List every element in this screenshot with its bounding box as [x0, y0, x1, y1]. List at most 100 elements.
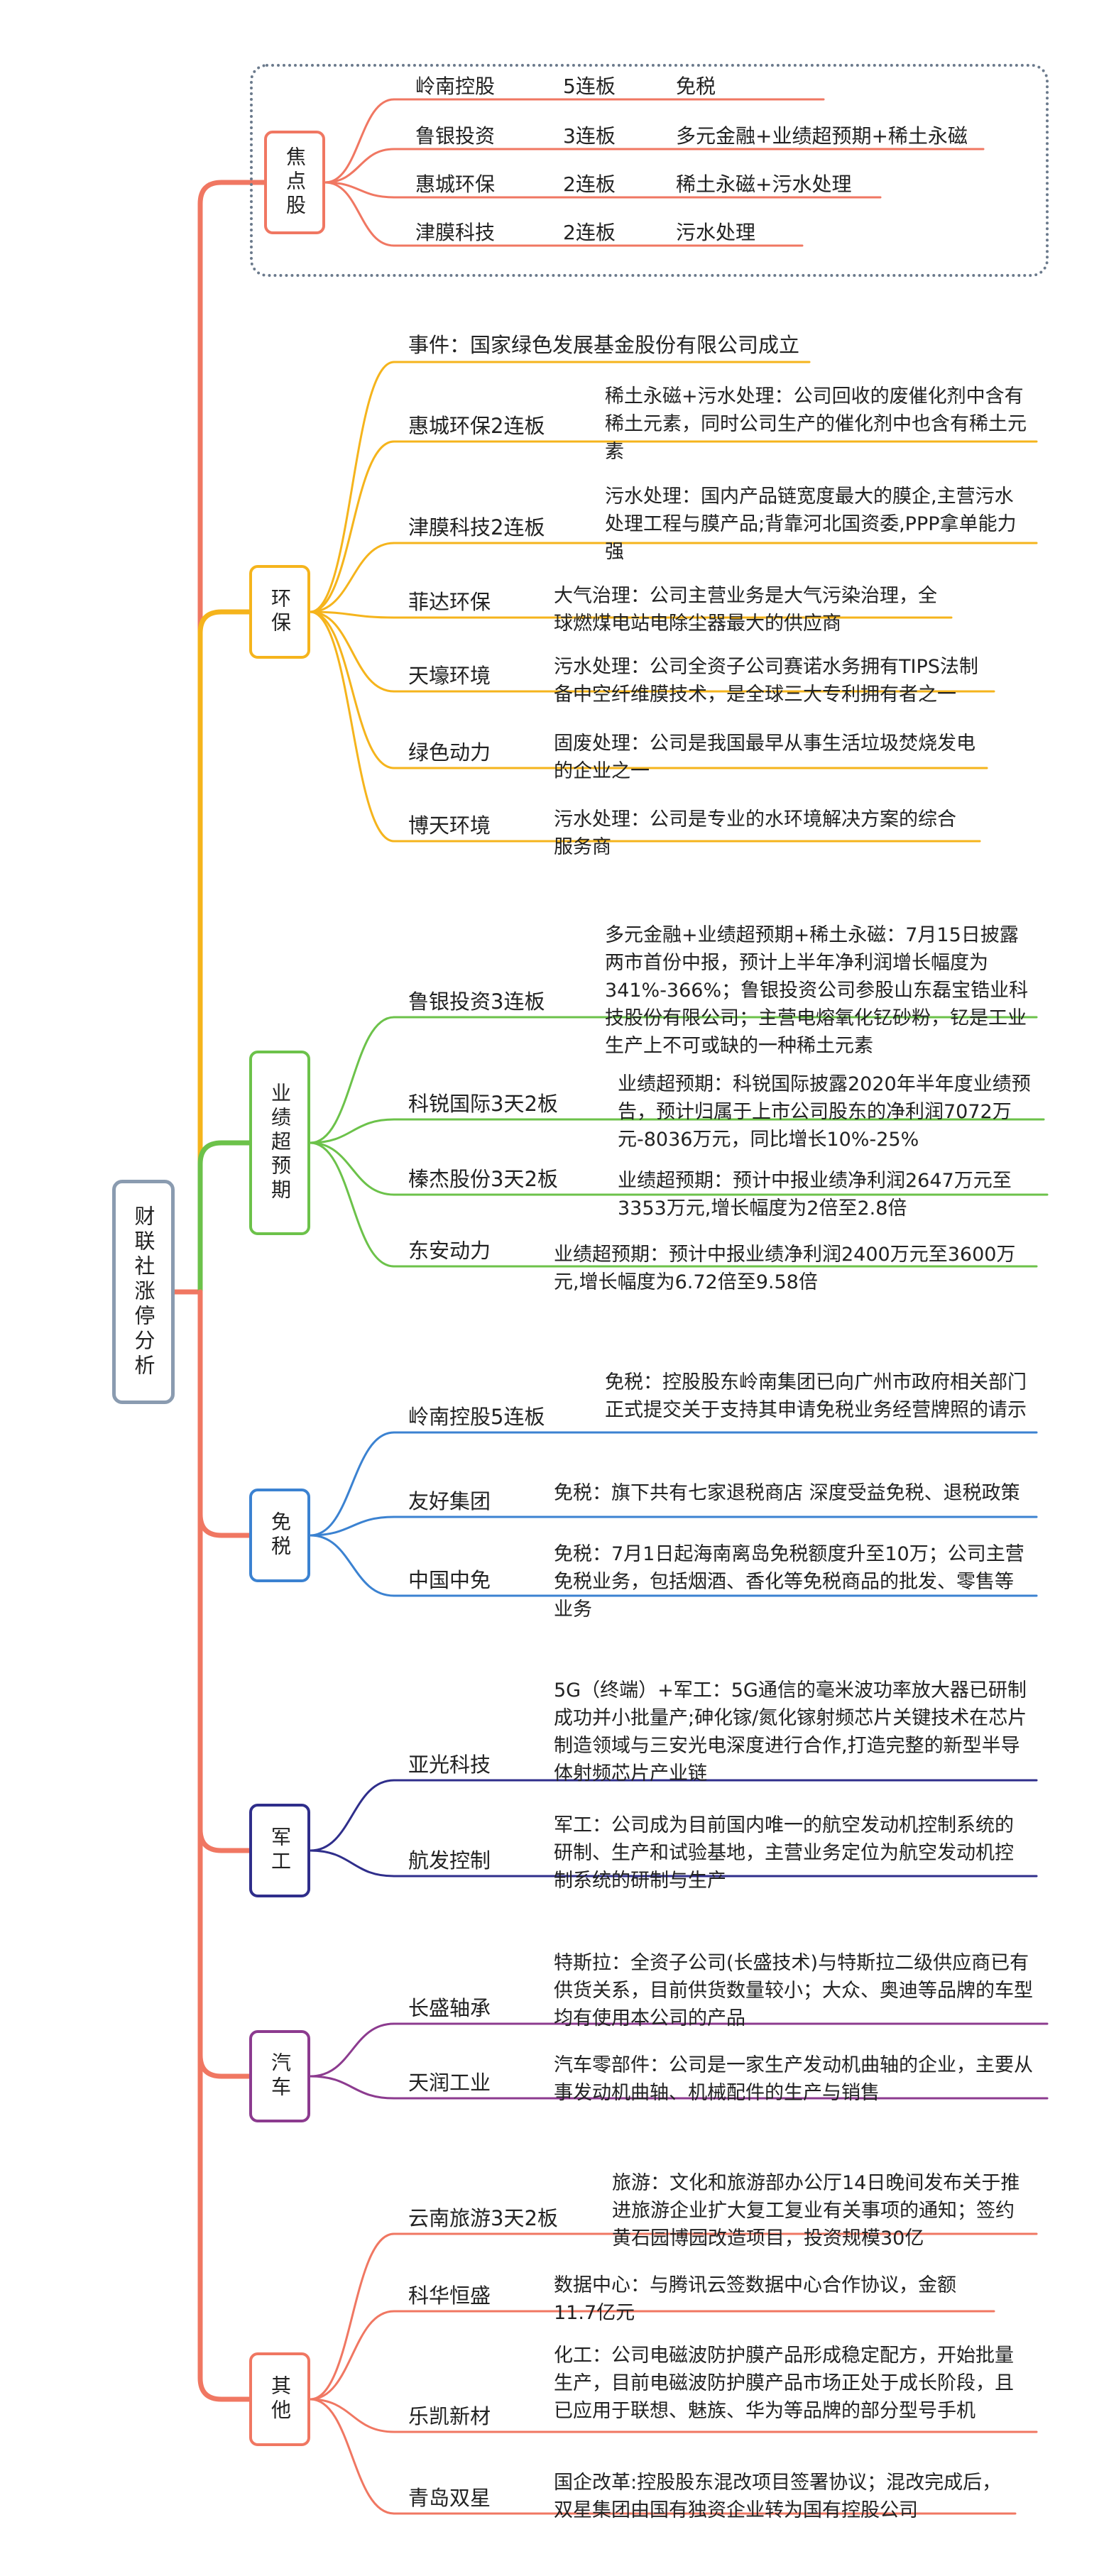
- stock-name: 天壕环境: [408, 664, 491, 688]
- category-other: 其他: [249, 2352, 310, 2446]
- stock-description: 免税：控股股东岭南集团已向广州市政府相关部门正式提交关于支持其申请免税业务经营牌…: [605, 1371, 1027, 1421]
- stock-description: 化工：公司电磁波防护膜产品形成稳定配方，开始批量生产，目前电磁波防护膜产品市场正…: [554, 2345, 1014, 2422]
- focus-stock-boards: 5连板: [563, 75, 616, 98]
- category-label: 焦点股: [283, 146, 307, 219]
- stock-name: 博天环境: [408, 813, 491, 838]
- category-focus-stocks: 焦点股: [264, 131, 325, 234]
- focus-stock-boards: 3连板: [563, 124, 616, 148]
- stock-description: 特斯拉：全资子公司(长盛技术)与特斯拉二级供应商已有供货关系，目前供货数量较小；…: [554, 1952, 1033, 2029]
- stock-description: 5G（终端）+军工：5G通信的毫米波功率放大器已研制成功并小批量产;砷化镓/氮化…: [554, 1679, 1027, 1785]
- stock-description: 军工：公司成为目前国内唯一的航空发动机控制系统的研制、生产和试验基地，主营业务定…: [554, 1814, 1014, 1892]
- focus-stock-theme: 稀土永磁+污水处理: [676, 172, 852, 196]
- category-label: 其他: [268, 2375, 292, 2423]
- stock-name: 亚光科技: [408, 1753, 491, 1777]
- connector: [197, 1289, 252, 1853]
- stock-name: 岭南控股5连板: [408, 1405, 545, 1429]
- connector: [197, 609, 252, 1295]
- connector: [309, 2232, 395, 2401]
- connector: [309, 610, 395, 769]
- stock-name: 惠城环保2连板: [408, 414, 545, 438]
- stock-description: 汽车零部件：公司是一家生产发动机曲轴的企业，主要从事发动机曲轴、机械配件的生产与…: [554, 2054, 1033, 2104]
- connector: [197, 1140, 252, 1295]
- connector: [324, 148, 395, 184]
- connector: [309, 2398, 395, 2515]
- stock-description: 固废处理：公司是我国最早从事生活垃圾焚烧发电的企业之一: [554, 733, 975, 782]
- stock-name: 津膜科技2连板: [408, 515, 545, 539]
- focus-stock-boards: 2连板: [563, 172, 616, 196]
- root-label: 财联社涨停分析: [131, 1205, 155, 1379]
- connector: [309, 610, 395, 619]
- focus-stock-name: 岭南控股: [415, 75, 496, 98]
- focus-stock-frame: [250, 64, 1049, 277]
- category-label: 环保: [268, 588, 292, 636]
- connector: [324, 98, 395, 184]
- connector: [309, 2075, 395, 2100]
- stock-name: 长盛轴承: [408, 1996, 491, 2020]
- connector: [197, 1289, 252, 2402]
- stock-description: 免税：7月1日起海南离岛免税额度升至10万；公司主营免税业务，包括烟酒、香化等免…: [554, 1543, 1024, 1621]
- connector: [309, 1016, 395, 1144]
- stock-name: 青岛双星: [408, 2486, 491, 2510]
- event-text: 事件：国家绿色发展基金股份有限公司成立: [408, 333, 800, 357]
- stock-name: 天润工业: [408, 2071, 491, 2095]
- category-label: 业绩超预期: [268, 1083, 292, 1203]
- category-label: 汽车: [268, 2052, 292, 2100]
- connector: [309, 2022, 395, 2078]
- connector: [324, 181, 395, 247]
- stock-description: 污水处理：公司全资子公司赛诺水务拥有TIPS法制备中空纤维膜技术，是全球三大专利…: [554, 656, 978, 706]
- category-duty-free: 免税: [249, 1489, 310, 1582]
- stock-description: 稀土永磁+污水处理：公司回收的废催化剂中含有稀土元素，同时公司生产的催化剂中也含…: [605, 385, 1027, 463]
- connector: [309, 610, 395, 693]
- connector: [309, 1779, 395, 1852]
- stock-name: 友好集团: [408, 1489, 491, 1513]
- category-performance: 业绩超预期: [249, 1051, 310, 1235]
- category-label: 免税: [268, 1511, 292, 1560]
- connector: [309, 2310, 395, 2401]
- connector: [197, 1289, 252, 1538]
- connector: [197, 180, 267, 1295]
- stock-name: 科华恒盛: [408, 2284, 491, 2308]
- category-label: 军工: [268, 1826, 292, 1875]
- focus-stock-theme: 免税: [676, 75, 716, 98]
- stock-name: 云南旅游3天2板: [408, 2206, 558, 2230]
- stock-name: 菲达环保: [408, 590, 491, 614]
- stock-name: 乐凯新材: [408, 2404, 491, 2428]
- category-environment: 环保: [249, 565, 310, 659]
- connector: [324, 181, 395, 199]
- connector: [309, 1141, 395, 1268]
- connector: [309, 1141, 395, 1196]
- stock-description: 旅游：文化和旅游部办公厅14日晚间发布关于推进旅游企业扩大复工复业有关事项的通知…: [612, 2172, 1020, 2249]
- root-node: 财联社涨停分析: [112, 1180, 175, 1404]
- stock-description: 国企改革:控股股东混改项目签署协议；混改完成后，双星集团由国有独资企业转为国有控…: [554, 2472, 1002, 2521]
- stock-name: 科锐国际3天2板: [408, 1092, 558, 1116]
- stock-description: 多元金融+业绩超预期+稀土永磁：7月15日披露两市首份中报，预计上半年净利润增长…: [605, 924, 1029, 1057]
- connector: [309, 1534, 395, 1597]
- stock-description: 污水处理：公司是专业的水环境解决方案的综合服务商: [554, 809, 956, 858]
- focus-stock-name: 津膜科技: [415, 221, 496, 244]
- stock-description: 业绩超预期：科锐国际披露2020年半年度业绩预告，预计归属于上市公司股东的净利润…: [618, 1073, 1031, 1151]
- stock-description: 业绩超预期：预计中报业绩净利润2400万元至3600万元,增长幅度为6.72倍至…: [554, 1244, 1016, 1293]
- focus-stock-name: 惠城环保: [415, 172, 496, 196]
- stock-name: 东安动力: [408, 1239, 491, 1263]
- stock-description: 大气治理：公司主营业务是大气污染治理，全球燃煤电站电除尘器最大的供应商: [554, 585, 937, 635]
- stock-name: 航发控制: [408, 1848, 491, 1873]
- connector: [197, 1289, 252, 2079]
- stock-description: 污水处理：国内产品链宽度最大的膜企,主营污水处理工程与膜产品;背靠河北国资委,P…: [605, 486, 1017, 563]
- stock-name: 鲁银投资3连板: [408, 990, 545, 1014]
- stock-name: 中国中免: [408, 1568, 491, 1592]
- connector: [309, 440, 395, 613]
- connector: [309, 1118, 395, 1144]
- stock-name: 绿色动力: [408, 740, 491, 764]
- stock-description: 业绩超预期：预计中报业绩净利润2647万元至3353万元,增长幅度为2倍至2.8…: [618, 1170, 1012, 1220]
- stock-description: 数据中心：与腾讯云签数据中心合作协议，金额11.7亿元: [554, 2274, 956, 2324]
- connector: [309, 1431, 395, 1537]
- connector: [309, 542, 395, 613]
- connector: [309, 2398, 395, 2433]
- category-military: 军工: [249, 1804, 310, 1897]
- focus-stock-name: 鲁银投资: [415, 124, 496, 148]
- connector: [309, 1849, 395, 1878]
- connector: [309, 361, 395, 613]
- stock-description: 免税：旗下共有七家退税商店 深度受益免税、退税政策: [554, 1482, 1020, 1504]
- stock-name: 榛杰股份3天2板: [408, 1167, 558, 1191]
